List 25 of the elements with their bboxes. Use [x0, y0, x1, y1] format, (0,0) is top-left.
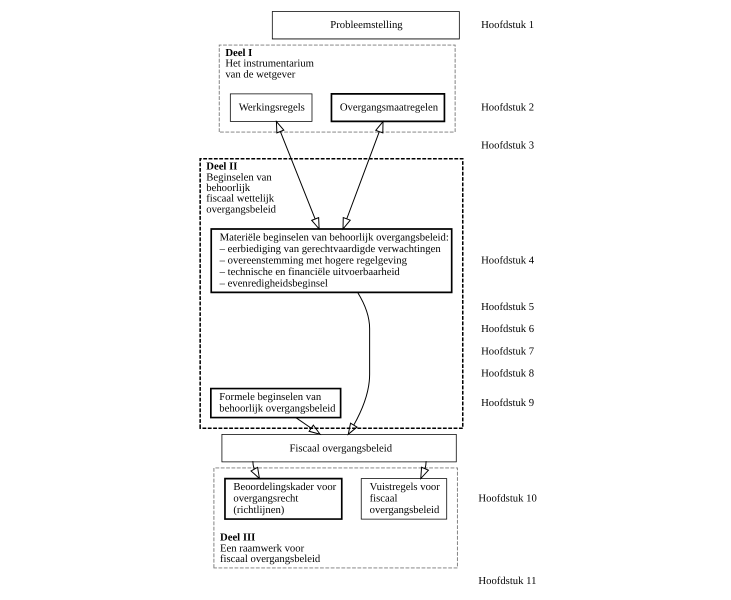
node-box: Vuistregels voor fiscaal overgangsbeleid	[360, 478, 447, 520]
node-box: Werkingsregels	[229, 94, 312, 122]
arrow	[420, 460, 429, 480]
label: Hoofdstuk 7	[480, 345, 534, 358]
label: Hoofdstuk 6	[480, 323, 534, 336]
node-box: Probleemstelling	[271, 11, 460, 40]
label: Hoofdstuk 10	[478, 492, 536, 505]
node-box: Beoordelingskader voor overgangsrecht (richtlijnen)	[224, 478, 342, 520]
node-box: Materiële beginselen van behoorlijk overgangsbeleid: – eerbiediging van gerechtvaardigde verwachtingen – overeenstemming met hogere regelgeving – technische en financiële uitvoerbaarheid – evenredigheidsbeginsel	[210, 228, 452, 294]
label: Hoofdstuk 11	[478, 575, 536, 588]
arrow	[294, 417, 321, 436]
label: Hoofdstuk 5	[480, 301, 534, 314]
label: Hoofdstuk 9	[480, 396, 534, 409]
label: Hoofdstuk 1	[480, 19, 534, 32]
arrow	[346, 292, 370, 436]
label: Hoofdstuk 4	[480, 254, 534, 267]
arrow	[250, 460, 260, 480]
node-box: Overgangsmaatregelen	[330, 93, 445, 122]
node-box: Formele beginselen van behoorlijk overgangsbeleid	[210, 388, 341, 418]
arrow	[275, 120, 320, 230]
arrow	[342, 120, 384, 230]
label: Hoofdstuk 2	[480, 101, 534, 114]
node-box: Fiscaal overgangsbeleid	[221, 434, 456, 462]
label: Hoofdstuk 8	[480, 367, 534, 380]
label: Hoofdstuk 3	[480, 139, 534, 152]
